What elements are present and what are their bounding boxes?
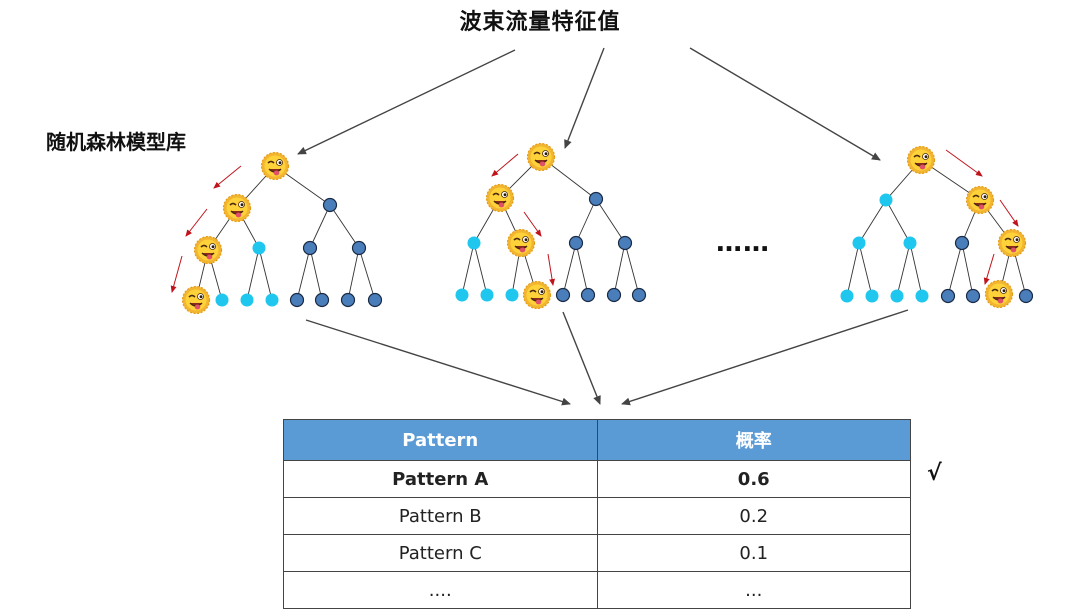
pattern-cell: Pattern A — [283, 460, 598, 498]
column-header-pattern: Pattern — [283, 419, 598, 461]
column-header-probability: 概率 — [596, 419, 911, 461]
table-row: Pattern C 0.1 — [283, 534, 911, 572]
diagram-title: 波束流量特征值 — [459, 10, 621, 35]
winking-tongue-emoji-icon — [260, 151, 290, 181]
decision-tree-1 — [170, 151, 383, 315]
probability-cell: 0.1 — [596, 534, 911, 572]
selected-check-mark: √ — [927, 461, 942, 486]
pattern-probability-table: Pattern 概率 Pattern A 0.6 Pattern B 0.2 P… — [283, 419, 911, 609]
table-row: Pattern A 0.6 — [283, 460, 911, 498]
pattern-cell: Pattern B — [283, 497, 598, 535]
winking-tongue-emoji-icon — [485, 183, 515, 213]
winking-tongue-emoji-icon — [222, 193, 252, 223]
pattern-cell: .... — [283, 571, 598, 609]
table-header-row: Pattern 概率 — [283, 419, 911, 461]
decision-tree-3 — [840, 145, 1034, 309]
winking-tongue-emoji-icon — [984, 279, 1014, 309]
pattern-cell: Pattern C — [283, 534, 598, 572]
probability-cell: 0.6 — [596, 460, 911, 498]
winking-tongue-emoji-icon — [997, 228, 1027, 258]
winking-tongue-emoji-icon — [522, 280, 552, 310]
table-row: .... ... — [283, 571, 911, 609]
decision-tree-2 — [455, 142, 647, 310]
input-arrows — [297, 47, 881, 161]
winking-tongue-emoji-icon — [906, 145, 936, 175]
more-trees-ellipsis: …… — [716, 228, 770, 258]
winking-tongue-emoji-icon — [193, 235, 223, 265]
model-library-label: 随机森林模型库 — [46, 130, 186, 154]
winking-tongue-emoji-icon — [181, 285, 211, 315]
winking-tongue-emoji-icon — [506, 228, 536, 258]
table-row: Pattern B 0.2 — [283, 497, 911, 535]
winking-tongue-emoji-icon — [965, 185, 995, 215]
output-arrows — [305, 309, 909, 406]
winking-tongue-emoji-icon — [526, 142, 556, 172]
probability-cell: 0.2 — [596, 497, 911, 535]
probability-cell: ... — [596, 571, 911, 609]
